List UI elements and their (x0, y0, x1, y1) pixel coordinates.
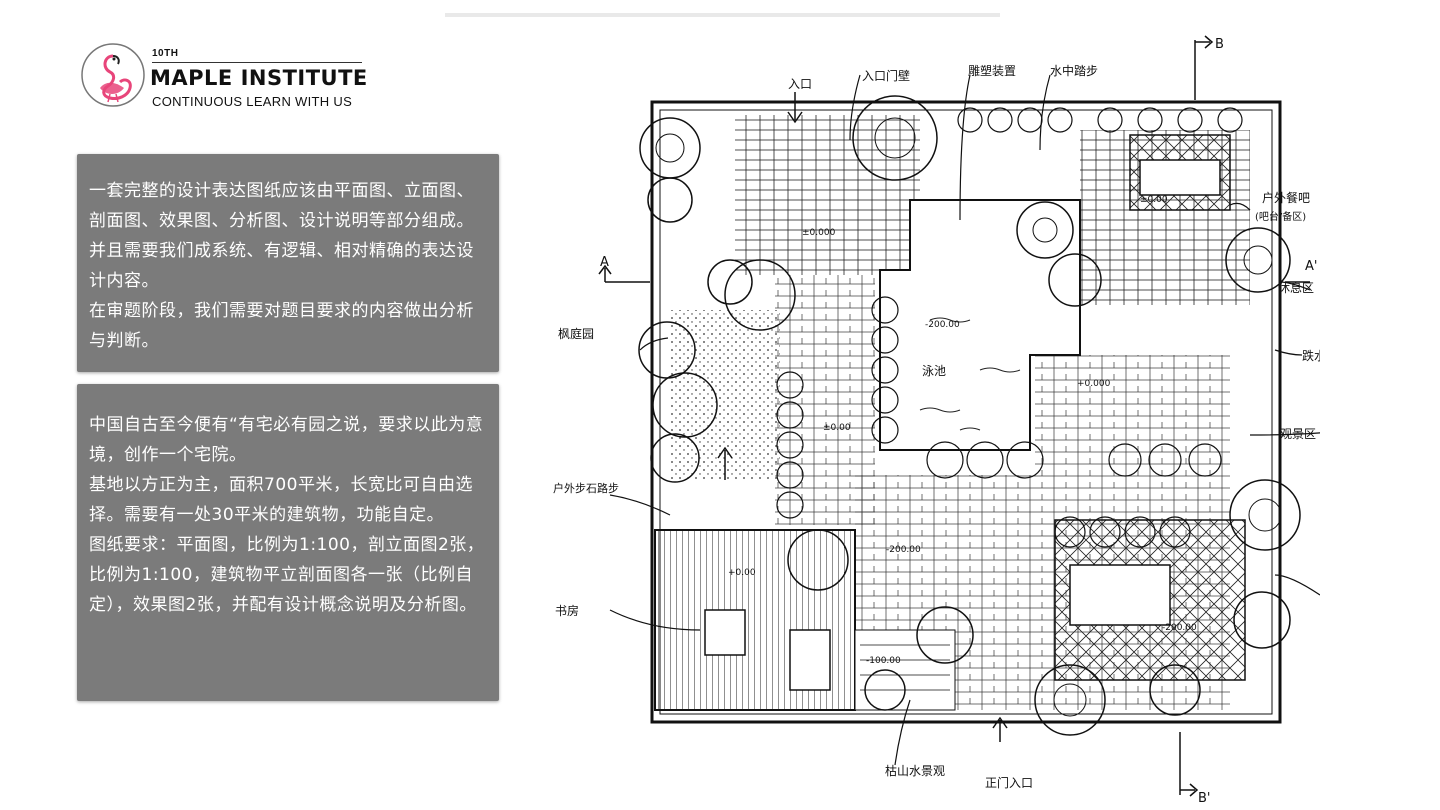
label-maple-garden: 枫庭园 (558, 326, 594, 341)
card1-paragraph-1: 一套完整的设计表达图纸应该由平面图、立面图、剖面图、效果图、分析图、设计说明等部… (89, 181, 474, 291)
elev-6: ±0.00 (1140, 195, 1168, 205)
flamingo-logo-icon (81, 43, 145, 107)
label-rest: 休息区 (1278, 280, 1314, 295)
label-section-a: A (600, 255, 609, 270)
site-plan-sketch: 入口 入口门壁 雕塑装置 水中踏步 户外餐吧 (吧台/备区) 休息区 枫庭园 跌… (553, 35, 1320, 806)
card2-paragraph-1: 中国自古至今便有“有宅必有园之说，要求以此为意境，创作一个宅院。 (89, 415, 484, 465)
label-section-b2: B' (1198, 791, 1211, 806)
design-expression-card: 一套完整的设计表达图纸应该由平面图、立面图、剖面图、效果图、分析图、设计说明等部… (77, 154, 499, 372)
label-study: 书房 (555, 603, 579, 618)
label-entry-wall: 入口门壁 (862, 68, 910, 83)
card1-paragraph-2: 在审题阶段，我们需要对题目要求的内容做出分析与判断。 (89, 301, 474, 351)
label-pool: 泳池 (922, 364, 946, 378)
label-rockery: 枯山水景观 (885, 763, 945, 778)
elev-1: ±0.00 (823, 423, 851, 433)
elev-pool: -200.00 (925, 320, 960, 330)
logo-edition: 10TH (152, 48, 179, 59)
label-main-entrance: 正门入口 (985, 775, 1033, 790)
label-section-b: B (1215, 37, 1224, 52)
assignment-card: 中国自古至今便有“有宅必有园之说，要求以此为意境，创作一个宅院。 基地以方正为主… (77, 384, 499, 701)
label-viewing: 观景区 (1280, 427, 1316, 441)
label-outdoor-bar: 户外餐吧 (1262, 190, 1310, 205)
elev-5: -200.00 (886, 545, 921, 555)
label-waterfall: 跌水 (1302, 348, 1320, 363)
logo-rule (152, 62, 362, 63)
label-stepping: 水中踏步 (1050, 63, 1098, 78)
elev-7: -100.00 (866, 656, 901, 666)
logo: 10TH MAPLE INSTITUTE CONTINUOUS LEARN WI… (80, 42, 380, 112)
elev-3: +0.00 (728, 568, 756, 578)
elev-2: +0.000 (1077, 379, 1111, 389)
label-section-a2: A' (1305, 259, 1317, 274)
top-divider (445, 13, 1000, 17)
label-sculpture: 雕塑装置 (968, 63, 1016, 78)
label-bar-note: (吧台/备区) (1255, 210, 1306, 223)
elev-4: -200.00 (1162, 623, 1197, 633)
elev-top: ±0.000 (802, 228, 836, 238)
logo-name: MAPLE INSTITUTE (150, 66, 368, 90)
label-outdoor-path: 户外步石路步 (553, 481, 619, 495)
label-entrance: 入口 (788, 77, 812, 91)
card2-paragraph-3: 图纸要求：平面图，比例为1:100，剖立面图2张，比例为1:100，建筑物平立剖… (89, 535, 485, 615)
logo-tagline: CONTINUOUS LEARN WITH US (152, 94, 353, 109)
card2-paragraph-2: 基地以方正为主，面积700平米，长宽比可自由选择。需要有一处30平米的建筑物，功… (89, 475, 473, 525)
